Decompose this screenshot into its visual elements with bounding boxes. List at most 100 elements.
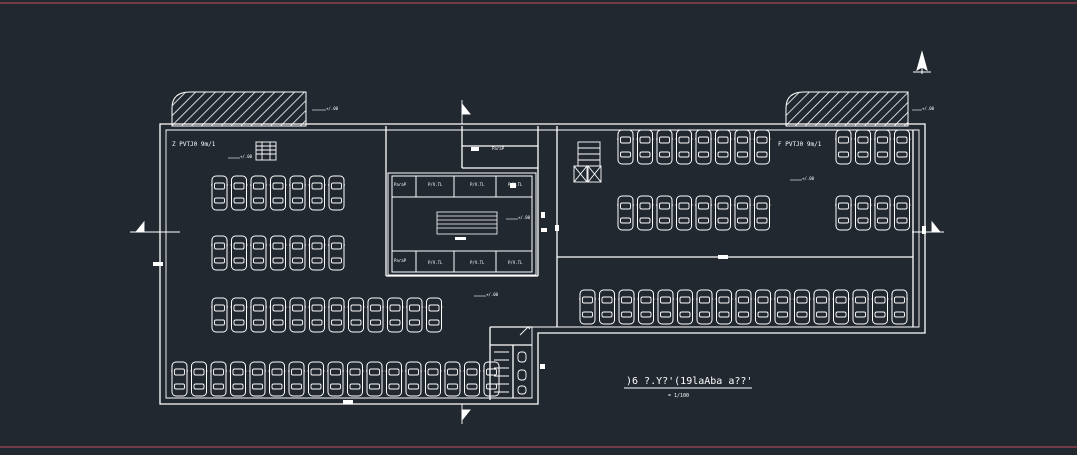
svg-text:P/V.TL: P/V.TL [428, 182, 443, 187]
parking-stall [307, 361, 325, 397]
parking-stall [655, 195, 674, 231]
parking-stall [346, 361, 364, 397]
drawing-scale: = 1/100 [668, 393, 689, 399]
parking-stall [834, 129, 853, 165]
zone-label-left: Z PVTJ0 9m/1 [172, 141, 216, 148]
stair-core-left [255, 141, 277, 161]
parking-stall [443, 361, 462, 397]
parking-stall [851, 289, 870, 325]
parking-stall [676, 289, 694, 325]
level-tags: +/.00 +/.00 +/.00 +/.00 +/.00 +/.00 [228, 106, 935, 297]
core-labels: ParaP P/V.TL P/V.TL P/V.TL ParaP P/V.TL … [394, 146, 523, 265]
svg-text:ParaP: ParaP [492, 146, 505, 151]
parking-stall [209, 361, 228, 397]
parking-stall [308, 235, 326, 271]
svg-text:P/V.TL: P/V.TL [470, 260, 485, 265]
parking-stall [753, 129, 771, 165]
parking-stall [675, 129, 693, 165]
parking-stall [288, 297, 307, 333]
parking-stall [598, 289, 616, 325]
parking-stall [326, 361, 345, 397]
core-rooms [387, 172, 537, 276]
parking-stall [288, 175, 307, 211]
parking-stall [734, 289, 753, 325]
parking-stall [753, 195, 771, 231]
parking-stall [675, 195, 693, 231]
parking-stall [230, 235, 248, 271]
svg-text:P/V.TL: P/V.TL [428, 260, 443, 265]
parking-stall [347, 297, 365, 333]
svg-text:+/.00: +/.00 [922, 106, 935, 111]
svg-text:P/V.TL: P/V.TL [508, 260, 523, 265]
parking-stall [190, 361, 208, 397]
parking-stall [578, 289, 597, 325]
parking-stall [269, 297, 287, 333]
north-arrow-icon [913, 50, 931, 74]
parking-stall [327, 235, 346, 271]
parking-stall [714, 129, 732, 165]
parking-stall [249, 175, 268, 211]
parking-stall [249, 235, 268, 271]
svg-text:+/.00: +/.00 [326, 106, 339, 111]
parking-stall [269, 235, 287, 271]
parking-stall [655, 129, 674, 165]
parking-stall [308, 297, 326, 333]
parking-stall [210, 175, 229, 211]
parking-stall [893, 195, 911, 231]
svg-text:+/.00: +/.00 [486, 292, 499, 297]
parking-stall [365, 361, 384, 397]
column-ticks [153, 147, 926, 404]
parking-stall [733, 129, 752, 165]
parking-stall [287, 361, 306, 397]
parking-stall [754, 289, 772, 325]
parking-stall [616, 129, 635, 165]
parking-stall [616, 195, 635, 231]
parking-stall [327, 297, 346, 333]
parking-stall [812, 289, 831, 325]
parking-stall [248, 361, 267, 397]
parking-stall [694, 195, 713, 231]
svg-text:+/.00: +/.00 [240, 154, 253, 159]
zone-label-right: F PVTJ0 9m/1 [778, 141, 822, 148]
svg-text:+/.00: +/.00 [802, 176, 815, 181]
parking-stall [463, 361, 481, 397]
parking-stall [832, 289, 850, 325]
parking-stall [617, 289, 636, 325]
parking-stall [386, 297, 404, 333]
stair-treads [436, 211, 498, 235]
parking-stall [404, 361, 423, 397]
parking-stall [366, 297, 385, 333]
wc-fixtures [494, 326, 531, 395]
title-block: )6 ?.Y?'(19laAba a??' = 1/100 [624, 376, 752, 399]
parking-stall [871, 289, 889, 325]
parking-stall [656, 289, 675, 325]
parking-stall [482, 361, 501, 397]
svg-text:ParaP: ParaP [394, 258, 407, 263]
parking-stall [854, 129, 872, 165]
parking-stall [636, 129, 654, 165]
parking-stall [230, 297, 248, 333]
parking-stall [695, 289, 714, 325]
parking-stall [893, 129, 911, 165]
parking-stalls [170, 129, 911, 397]
parking-stall [637, 289, 655, 325]
parking-stall [890, 289, 909, 325]
parking-stall [170, 361, 189, 397]
parking-stall [773, 289, 792, 325]
parking-stall [229, 361, 247, 397]
parking-stall [834, 195, 853, 231]
parking-stall [636, 195, 654, 231]
svg-text:ParaP: ParaP [394, 182, 407, 187]
parking-stall [425, 297, 443, 333]
parking-stall [308, 175, 326, 211]
parking-stall [288, 235, 307, 271]
section-marker-icon [130, 100, 944, 424]
parking-stall [424, 361, 442, 397]
parking-stall [327, 175, 346, 211]
parking-stall [854, 195, 872, 231]
ramp-left [171, 91, 307, 127]
parking-stall [210, 235, 229, 271]
svg-text:+/.00: +/.00 [518, 215, 531, 220]
